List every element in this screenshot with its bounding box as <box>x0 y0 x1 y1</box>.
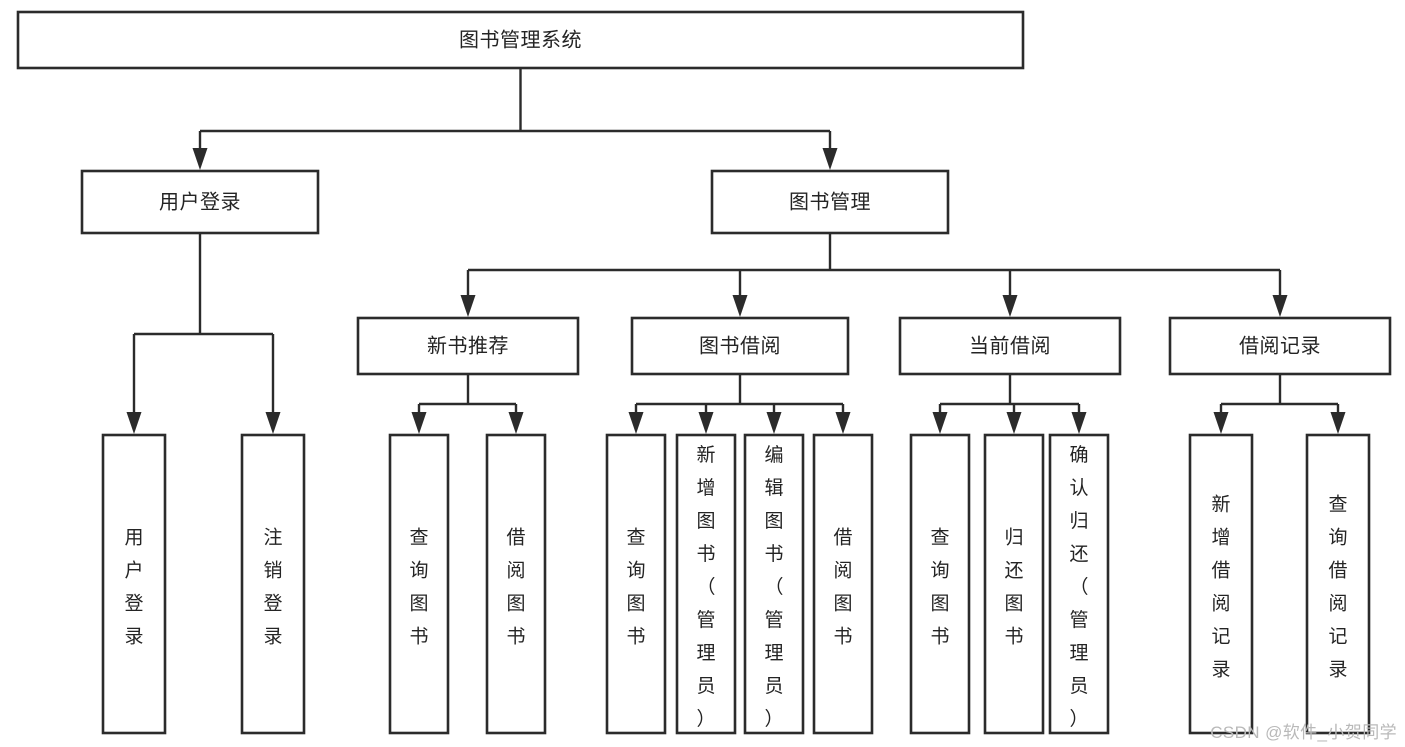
node-box[interactable] <box>485 433 547 735</box>
node-box[interactable] <box>983 433 1045 735</box>
node-box[interactable] <box>812 433 874 735</box>
arrow-head-icon <box>766 412 782 434</box>
node-label: 确认归还（管理员） <box>1069 444 1088 730</box>
node-label: 查询借阅记录 <box>1328 494 1347 681</box>
connector-group-borrow-record <box>1213 374 1346 434</box>
node-current-borrow[interactable]: 当前借阅 <box>898 316 1122 376</box>
node-box[interactable] <box>1048 433 1110 735</box>
node-box[interactable] <box>240 433 306 735</box>
node-leaf-query-book-3[interactable]: 查询图书 <box>909 433 971 735</box>
node-label: 新增借阅记录 <box>1211 494 1230 681</box>
node-book-borrow[interactable]: 图书借阅 <box>630 316 850 376</box>
node-book-manage[interactable]: 图书管理 <box>710 169 950 235</box>
node-leaf-return-book[interactable]: 归还图书 <box>983 433 1045 735</box>
connector-group-book-manage <box>460 233 1288 317</box>
connector-group-root <box>192 68 838 170</box>
node-leaf-borrow-book-2[interactable]: 借阅图书 <box>812 433 874 735</box>
node-box[interactable] <box>356 316 580 376</box>
arrow-head-icon <box>192 148 208 170</box>
node-leaf-query-book-1[interactable]: 查询图书 <box>388 433 450 735</box>
arrow-head-icon <box>460 295 476 317</box>
node-label: 查询图书 <box>626 527 645 648</box>
arrow-head-icon <box>508 412 524 434</box>
arrow-head-icon <box>1002 295 1018 317</box>
node-box[interactable] <box>101 433 167 735</box>
node-label: 注销登录 <box>263 527 282 648</box>
node-label: 图书管理系统 <box>459 28 582 51</box>
node-leaf-edit-book[interactable]: 编辑图书（管理员） <box>743 433 805 735</box>
arrow-head-icon <box>822 148 838 170</box>
connector-layer <box>126 68 1346 434</box>
connector-group-current-borrow <box>932 374 1087 434</box>
node-label: 查询图书 <box>409 527 428 648</box>
arrow-head-icon <box>1006 412 1022 434</box>
node-box[interactable] <box>710 169 950 235</box>
node-label: 当前借阅 <box>969 334 1051 357</box>
node-box[interactable] <box>1168 316 1392 376</box>
node-label: 借阅图书 <box>833 527 852 648</box>
arrow-head-icon <box>411 412 427 434</box>
node-label: 查询图书 <box>930 527 949 648</box>
node-label: 编辑图书（管理员） <box>764 444 783 730</box>
arrow-head-icon <box>1330 412 1346 434</box>
connector-group-new-book-rec <box>411 374 524 434</box>
arrow-head-icon <box>1213 412 1229 434</box>
arrow-head-icon <box>628 412 644 434</box>
arrow-head-icon <box>1071 412 1087 434</box>
node-box[interactable] <box>675 433 737 735</box>
node-leaf-add-book[interactable]: 新增图书（管理员） <box>675 433 737 735</box>
connector-group-book-borrow <box>628 374 851 434</box>
node-layer: 图书管理系统用户登录图书管理新书推荐图书借阅当前借阅借阅记录用户登录注销登录查询… <box>16 10 1392 735</box>
node-box[interactable] <box>605 433 667 735</box>
csdn-watermark: CSDN @软件_小贺同学 <box>1210 723 1397 742</box>
node-label: 借阅图书 <box>506 527 525 648</box>
node-label: 图书管理 <box>789 190 871 213</box>
node-leaf-query-book-2[interactable]: 查询图书 <box>605 433 667 735</box>
node-leaf-confirm-return[interactable]: 确认归还（管理员） <box>1048 433 1110 735</box>
arrow-head-icon <box>732 295 748 317</box>
node-leaf-user-login[interactable]: 用户登录 <box>101 433 167 735</box>
node-label: 归还图书 <box>1004 527 1023 648</box>
node-box[interactable] <box>630 316 850 376</box>
node-label: 新增图书（管理员） <box>696 444 715 730</box>
node-box[interactable] <box>80 169 320 235</box>
node-user-login[interactable]: 用户登录 <box>80 169 320 235</box>
node-root[interactable]: 图书管理系统 <box>16 10 1025 70</box>
arrow-head-icon <box>1272 295 1288 317</box>
node-label: 新书推荐 <box>427 334 509 357</box>
node-leaf-add-record[interactable]: 新增借阅记录 <box>1188 433 1254 735</box>
connector-group-user-login <box>126 233 281 434</box>
node-label: 用户登录 <box>124 528 143 648</box>
node-box[interactable] <box>1188 433 1254 735</box>
node-box[interactable] <box>743 433 805 735</box>
node-label: 用户登录 <box>159 190 241 213</box>
node-label: 图书借阅 <box>699 334 781 357</box>
node-leaf-user-logout[interactable]: 注销登录 <box>240 433 306 735</box>
node-label: 借阅记录 <box>1239 334 1321 357</box>
node-box[interactable] <box>16 10 1025 70</box>
arrow-head-icon <box>265 412 281 434</box>
node-leaf-borrow-book-1[interactable]: 借阅图书 <box>485 433 547 735</box>
node-borrow-record[interactable]: 借阅记录 <box>1168 316 1392 376</box>
node-box[interactable] <box>909 433 971 735</box>
arrow-head-icon <box>126 412 142 434</box>
node-new-book-rec[interactable]: 新书推荐 <box>356 316 580 376</box>
node-leaf-query-record[interactable]: 查询借阅记录 <box>1305 433 1371 735</box>
node-box[interactable] <box>388 433 450 735</box>
node-box[interactable] <box>898 316 1122 376</box>
arrow-head-icon <box>698 412 714 434</box>
arrow-head-icon <box>835 412 851 434</box>
arrow-head-icon <box>932 412 948 434</box>
node-box[interactable] <box>1305 433 1371 735</box>
